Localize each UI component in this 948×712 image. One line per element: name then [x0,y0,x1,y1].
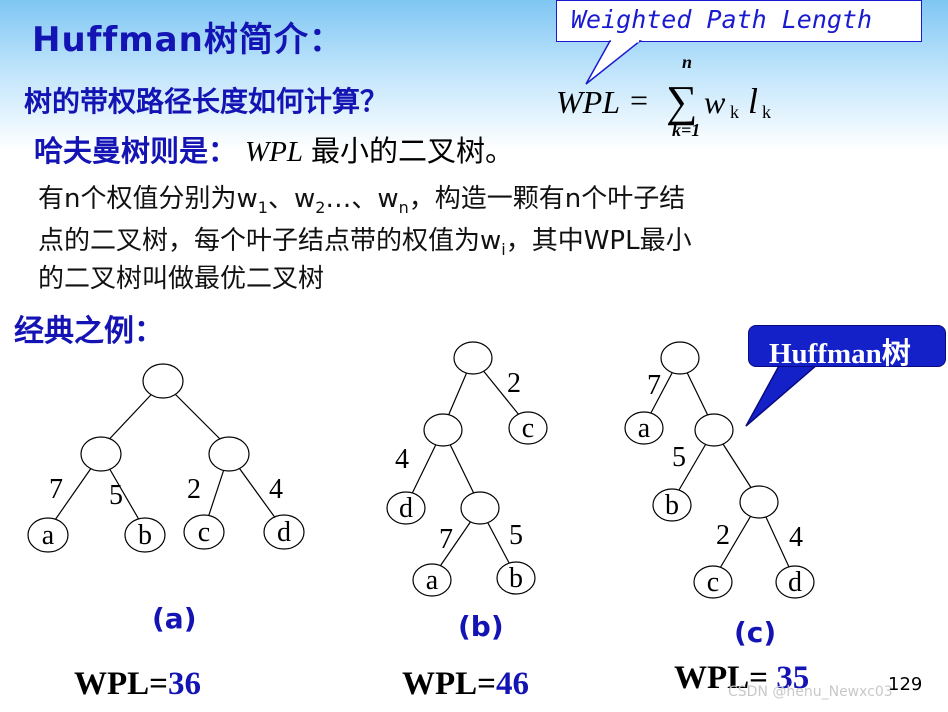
formula-lhs: WPL [556,84,620,120]
paragraph-line-2: 点的二叉树，每个叶子结点带的权值为wi，其中WPL最小 [38,220,692,259]
leaf-label: b [509,563,523,594]
text: ，其中WPL最小 [505,226,692,256]
edge-weight: 4 [269,474,283,505]
text: 、w [267,184,316,214]
sum-lower-bound: k=1 [672,120,701,140]
text: ，构造一颗有n个叶子结 [408,184,686,214]
leaf-node [183,514,225,550]
formula-weight-sub: k [730,102,739,122]
definition-wpl: WPL [245,136,304,168]
leaf-label: c [522,413,534,444]
leaf-node [412,563,452,597]
tree-node [208,436,250,472]
watermark: CSDN @henu_Newxc03 [728,684,893,700]
text: 点的二叉树，每个叶子结点带的权值为w [38,226,502,256]
tree-b: 2 4 7 5 c d a b [386,341,548,597]
wpl-label: WPL= [402,666,496,702]
edge-weight: 7 [49,474,63,505]
formula-weight: w [704,84,726,120]
leaf-label: d [788,567,802,598]
wpl-a: WPL=36 [74,666,201,703]
tree-node [739,485,779,519]
paragraph-line-3: 的二叉树叫做最优二叉树 [38,264,325,294]
tree-node [453,341,493,375]
wpl-callout-box: Weighted Path Length [556,0,922,42]
subscript: 1 [257,198,268,218]
callout-pointer [585,39,643,85]
wpl-question: 树的带权路径长度如何计算？ [24,85,389,118]
huffman-tree-tag: Huffman树 [748,325,946,370]
leaf-label: a [638,413,651,444]
formula-length: l [748,81,759,121]
leaf-node [124,517,166,553]
text: …、w [325,184,399,214]
leaf-node [27,517,69,553]
leaf-node [496,561,536,595]
leaf-node [775,565,815,599]
leaf-node [624,411,664,445]
leaf-node [386,491,426,525]
subscript: 2 [315,198,326,218]
edge-weight: 2 [507,368,521,399]
leaf-label: a [42,520,55,551]
wpl-label: WPL= [674,660,777,696]
slide-title: Huffman树简介： [32,20,344,60]
leaf-label: a [426,565,439,596]
leaf-label: b [665,490,679,521]
leaf-label: d [277,517,291,548]
wpl-b: WPL=46 [402,666,529,703]
edge-weight: 2 [716,520,730,551]
leaf-label: b [138,520,152,551]
leaf-label: c [198,517,210,548]
page-number: 129 [888,674,923,695]
examples-heading: 经典之例： [14,314,164,349]
wpl-value: 36 [167,666,201,702]
wpl-value: 46 [495,666,529,702]
edge-weight: 4 [395,444,409,475]
caption-c: (c) [734,616,777,649]
wpl-formula: WPL = ∑ n k=1 w k l k [556,52,786,140]
text: 有n个权值分别为w [38,184,258,214]
definition-prefix: 哈夫曼树则是： [34,134,238,168]
leaf-label: d [399,493,413,524]
formula-length-sub: k [762,102,771,122]
tree-node [660,341,700,375]
caption-a: (a) [152,602,197,635]
subscript: i [501,240,506,260]
subscript: n [398,198,409,218]
edge-weight: 2 [187,474,201,505]
tree-node [142,363,184,399]
tree-node [80,436,122,472]
formula-equals: = [630,82,649,118]
leaf-node [652,488,692,522]
leaf-node [508,411,548,445]
tree-node [460,491,500,525]
edge-weight: 7 [439,524,453,555]
edge-weight: 5 [109,480,123,511]
definition-suffix: 最小的二叉树。 [311,134,515,168]
edge-weight: 4 [789,522,803,553]
summation-symbol: ∑ [666,77,698,126]
tree-node [423,413,463,447]
edge-weight: 5 [672,442,686,473]
edge-weight: 7 [647,370,661,401]
leaf-label: c [707,567,719,598]
wpl-value: 35 [776,660,810,696]
sum-upper-bound: n [682,52,693,72]
tree-node [694,413,734,447]
wpl-label: WPL= [74,666,168,702]
wpl-c: WPL= 35 [674,660,809,697]
edge-weight: 5 [509,520,523,551]
leaf-node [263,514,305,550]
paragraph-line-1: 有n个权值分别为w1、w2…、wn，构造一颗有n个叶子结 [38,178,685,217]
leaf-node [693,565,733,599]
tree-a: 7 5 2 4 a b c d [27,363,305,553]
tree-c: 7 5 2 4 a b c d [624,341,815,599]
caption-b: (b) [458,610,504,643]
